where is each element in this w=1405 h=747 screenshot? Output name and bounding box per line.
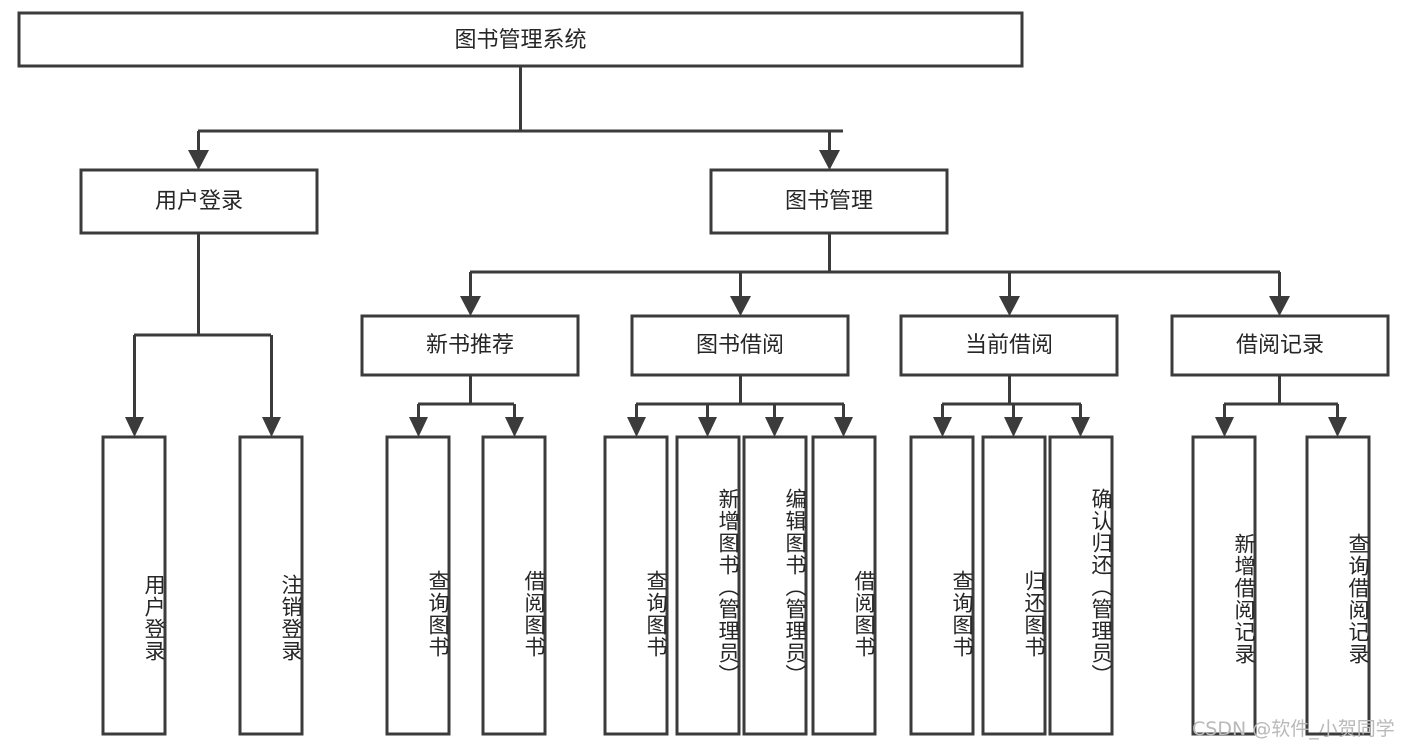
connector-group-book-mgmt [460, 233, 1290, 316]
leaf-box-query-book-3[interactable] [909, 435, 975, 736]
leaf-label-add-record: 新增借阅记录 [1232, 533, 1256, 665]
arrow-head-leaf-add-record [1215, 417, 1234, 437]
leaf-box-query-book-1[interactable] [385, 435, 451, 736]
connector-group-book-borrow [627, 375, 853, 437]
arrow-head-leaf-return-book [1004, 417, 1023, 437]
arrow-head-leaf-edit-book [765, 417, 784, 437]
leaf-box-user-login[interactable] [101, 435, 167, 736]
arrow-head-leaf-borrow-book-2 [834, 417, 853, 437]
leaf-label-add-book: 新增图书（管理员） [716, 488, 740, 686]
leaf-box-query-book-2[interactable] [603, 435, 669, 736]
arrow-head-leaf-user-login [125, 417, 144, 437]
arrow-head-leaf-query-record [1328, 417, 1347, 437]
leaf-box-borrow-book-2[interactable] [811, 435, 877, 736]
node-book-management[interactable]: 图书管理 [709, 168, 949, 235]
arrow-head-current-borrow [999, 296, 1020, 316]
leaf-label-confirm-return: 确认归还（管理员） [1089, 488, 1113, 686]
csdn-watermark: CSDN @软件_小贺同学 [1192, 718, 1395, 740]
arrow-head-leaf-borrow-book-1 [505, 417, 524, 437]
leaf-label-query-record: 查询借阅记录 [1346, 533, 1370, 665]
leaf-box-edit-book[interactable] [742, 435, 808, 736]
node-user-login-label: 用户登录 [155, 189, 243, 214]
arrow-head-borrow-record [1269, 296, 1290, 316]
connector-group-root [188, 66, 843, 170]
leaf-label-borrow-book-1: 借阅图书 [522, 570, 546, 658]
leaf-box-logout[interactable] [238, 435, 304, 736]
node-new-book-recommend-label: 新书推荐 [426, 333, 514, 358]
arrow-head-leaf-add-book [698, 417, 717, 437]
node-user-login[interactable]: 用户登录 [79, 168, 319, 235]
node-book-borrow-label: 图书借阅 [696, 333, 784, 358]
arrow-head-leaf-query-book-3 [933, 417, 952, 437]
node-book-management-label: 图书管理 [785, 189, 873, 214]
leaf-box-add-record[interactable] [1191, 435, 1257, 736]
leaf-label-query-book-1: 查询图书 [426, 570, 450, 658]
arrow-head-new-book-rec [460, 296, 481, 316]
node-borrow-record-label: 借阅记录 [1236, 333, 1324, 358]
connector-group-user-login [125, 233, 281, 437]
node-book-borrow-box [630, 314, 850, 377]
node-root-system-box [17, 11, 1024, 68]
leaf-label-return-book: 归还图书 [1022, 570, 1046, 658]
leaf-box-return-book[interactable] [981, 435, 1047, 736]
node-current-borrow[interactable]: 当前借阅 [899, 314, 1119, 377]
leaf-box-confirm-return[interactable] [1048, 435, 1114, 736]
node-borrow-record-box [1170, 314, 1390, 377]
leaf-label-logout: 注销登录 [279, 574, 303, 662]
node-root-system-label: 图书管理系统 [454, 28, 586, 53]
arrow-head-book-mgmt [819, 150, 840, 170]
arrow-head-user-login [188, 150, 209, 170]
node-current-borrow-box [899, 314, 1119, 377]
node-new-book-recommend-box [360, 314, 580, 377]
connector-group-borrow-record [1215, 375, 1347, 437]
node-borrow-record[interactable]: 借阅记录 [1170, 314, 1390, 377]
node-current-borrow-label: 当前借阅 [965, 333, 1053, 358]
connector-group-current-borrow [933, 375, 1090, 437]
leaf-label-query-book-2: 查询图书 [644, 570, 668, 658]
node-root-system[interactable]: 图书管理系统 [17, 11, 1024, 68]
leaf-box-add-book[interactable] [675, 435, 741, 736]
leaf-label-user-login: 用户登录 [142, 574, 166, 662]
arrow-head-leaf-query-book-1 [409, 417, 428, 437]
node-user-login-box [79, 168, 319, 235]
arrow-head-leaf-logout [262, 417, 281, 437]
leaf-box-borrow-book-1[interactable] [481, 435, 547, 736]
leaf-label-edit-book: 编辑图书（管理员） [783, 488, 807, 686]
leaf-label-borrow-book-2: 借阅图书 [852, 570, 876, 658]
node-new-book-recommend[interactable]: 新书推荐 [360, 314, 580, 377]
node-book-management-box [709, 168, 949, 235]
node-book-borrow[interactable]: 图书借阅 [630, 314, 850, 377]
connector-group-new-book-rec [409, 375, 524, 437]
arrow-head-leaf-query-book-2 [627, 417, 646, 437]
leaf-box-query-record[interactable] [1305, 435, 1371, 736]
leaf-boxes [101, 435, 1371, 736]
arrow-head-leaf-confirm-return [1071, 417, 1090, 437]
arrow-head-book-borrow [730, 296, 751, 316]
leaf-label-query-book-3: 查询图书 [950, 570, 974, 658]
